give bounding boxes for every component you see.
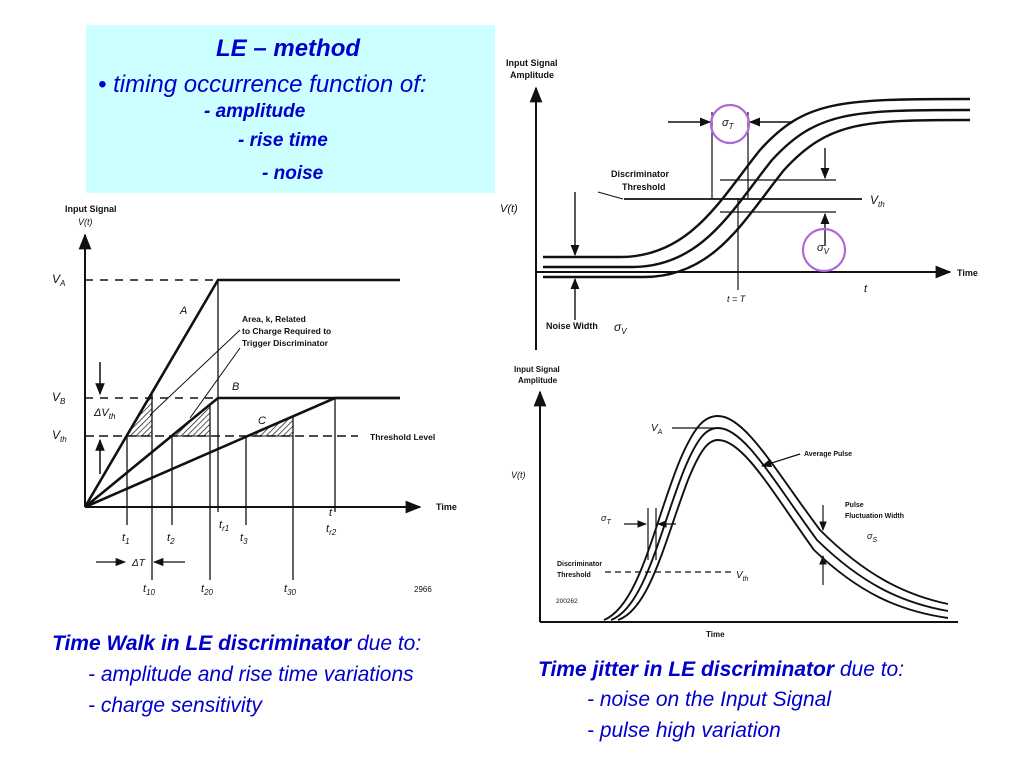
jitter-ylabel2: Amplitude <box>510 70 554 80</box>
area-label3: Trigger Discriminator <box>242 338 329 348</box>
curve-b-label: B <box>232 381 239 393</box>
jitter-reason1: - noise on the Input Signal <box>587 688 832 711</box>
tr1-label: tr1 <box>219 519 229 533</box>
pulse-curve-upper <box>603 415 949 621</box>
pulse-avg-label: Average Pulse <box>804 451 852 458</box>
walk-reason2: - charge sensitivity <box>88 694 262 717</box>
hatch-a <box>126 392 153 437</box>
pulse-sigma-s: σS <box>867 531 877 544</box>
pulse-va-label: VA <box>651 423 663 436</box>
t3-label: t3 <box>240 532 248 546</box>
hatch-b <box>170 403 211 437</box>
jitter-caption: Time jitter in LE discriminator due to: <box>538 658 904 682</box>
disc-pointer <box>597 191 624 200</box>
jitter-caption-rest: due to: <box>834 658 905 681</box>
jitter-reason2: - pulse high variation <box>587 719 781 742</box>
t20-label: t20 <box>201 583 214 597</box>
threshold-label: Threshold Level <box>370 432 435 442</box>
curve-c-label: C <box>258 415 266 427</box>
title-line3: - amplitude <box>204 101 306 122</box>
jitter-curve-upper <box>543 97 971 259</box>
pulse-disc-label2: Threshold <box>557 572 591 579</box>
jitter-vt-label: V(t) <box>500 203 518 215</box>
area-pointer-1 <box>149 329 241 416</box>
pulse-fluct-label2: Fluctuation Width <box>845 513 904 520</box>
noise-sigma-label: σV <box>614 320 627 336</box>
area-label1: Area, k, Related <box>242 314 306 324</box>
title-box: LE – method • timing occurrence function… <box>86 25 495 193</box>
jitter-t-eq-label: t = T <box>727 294 747 304</box>
sigma-t-circle <box>709 103 751 145</box>
pulse-disc-label1: Discriminator <box>557 561 602 568</box>
title-line2: • timing occurrence function of: <box>98 71 427 98</box>
t1-label: t1 <box>122 532 130 546</box>
pulse-fig-number: 200262 <box>556 598 578 605</box>
walk-reason1: - amplitude and rise time variations <box>88 663 414 686</box>
walk-time-label: Time <box>436 502 457 512</box>
pulse-vt-label: V(t) <box>511 470 526 480</box>
title-line5: - noise <box>262 163 324 184</box>
pulse-sigma-t: σT <box>601 513 611 526</box>
va-label: VA <box>52 272 65 288</box>
tr2-label: tr2 <box>326 523 337 537</box>
time-walk-labels: Input Signal V(t) VA VB Vth A B C Area, … <box>52 204 457 597</box>
pulse-ylabel2: Amplitude <box>518 376 558 385</box>
pulse-curve-lower <box>617 439 949 621</box>
jitter-curve-mid <box>543 108 971 269</box>
jitter-disc-label1: Discriminator <box>611 169 670 179</box>
walk-ylabel2: V(t) <box>78 217 93 227</box>
area-label2: to Charge Required to <box>242 326 331 336</box>
vth-label: Vth <box>52 428 67 444</box>
t10-label: t10 <box>143 583 156 597</box>
pulse-vth-label: Vth <box>736 570 749 583</box>
pulse-figure <box>533 390 958 623</box>
sigma-v-circle <box>801 227 847 273</box>
dt-label: ΔT <box>131 558 146 569</box>
jitter-disc-label2: Threshold <box>622 182 666 192</box>
pulse-time-label: Time <box>706 630 725 639</box>
walk-caption-bold: Time Walk in LE discriminator <box>52 632 352 655</box>
walk-caption: Time Walk in LE discriminator due to: <box>52 632 421 656</box>
jitter-sigma-v: σV <box>817 242 830 256</box>
jitter-t-label: t <box>864 283 868 295</box>
pulse-fluct-label1: Pulse <box>845 502 864 509</box>
pulse-curve-mid <box>610 427 949 621</box>
time-jitter-figure <box>529 86 971 350</box>
pulse-labels: Input Signal Amplitude V(t) VA Average P… <box>511 365 904 639</box>
jitter-ylabel1: Input Signal <box>506 58 558 68</box>
time-walk-figure <box>78 233 422 580</box>
jitter-time-label: Time <box>957 268 978 278</box>
jitter-vth-label: Vth <box>870 193 885 209</box>
walk-fig-number: 2966 <box>414 585 432 594</box>
title-line4: - rise time <box>238 130 328 151</box>
vb-label: VB <box>52 390 66 406</box>
noise-width-label: Noise Width <box>546 321 598 331</box>
curve-b <box>84 396 400 509</box>
dvth-label: ΔVth <box>93 407 116 421</box>
jitter-curve-lower <box>543 118 971 279</box>
walk-ylabel1: Input Signal <box>65 204 117 214</box>
curve-a-label: A <box>179 305 187 317</box>
hatch-c <box>245 415 294 437</box>
t-label: t <box>329 507 333 519</box>
walk-caption-rest: due to: <box>351 632 422 655</box>
curve-c <box>84 396 400 509</box>
t30-label: t30 <box>284 583 297 597</box>
pulse-ylabel1: Input Signal <box>514 365 560 374</box>
jitter-sigma-t: σT <box>722 117 735 131</box>
jitter-caption-bold: Time jitter in LE discriminator <box>538 658 835 681</box>
title-line1: LE – method <box>216 35 361 62</box>
time-jitter-labels: Input Signal Amplitude V(t) σT Discrimin… <box>500 58 978 336</box>
t2-label: t2 <box>167 532 175 546</box>
pulse-avg-pointer <box>761 453 801 468</box>
area-pointer-2 <box>189 347 241 419</box>
